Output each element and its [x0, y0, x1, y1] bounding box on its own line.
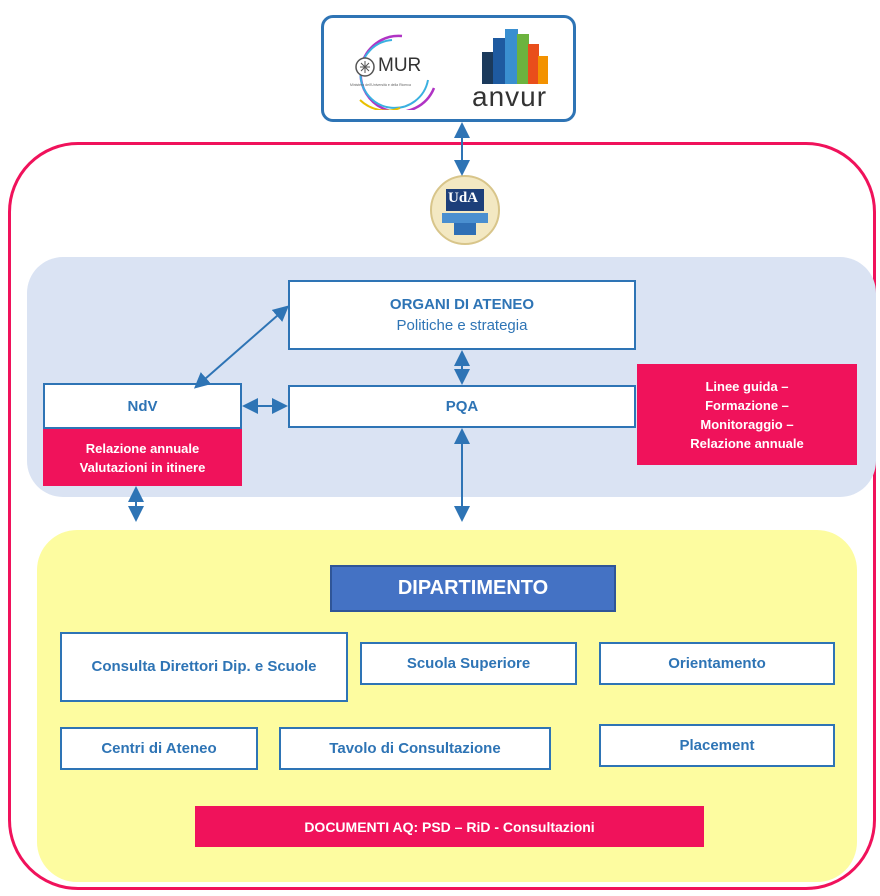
pqa-note-line: Relazione annuale: [690, 435, 804, 451]
anvur-text: anvur: [472, 81, 548, 112]
pqa-note-line: Monitoraggio –: [700, 416, 794, 432]
mur-logo: MUR Ministero dell'Università e della Ri…: [340, 30, 446, 110]
mur-arc-icon: [355, 34, 436, 110]
organi-subtitle: Politiche e strategia: [396, 317, 528, 334]
orientamento-label: Orientamento: [668, 655, 766, 672]
ndv-box: NdV: [43, 383, 242, 429]
mur-text: MUR: [378, 55, 422, 76]
university-logo-text: UdA: [448, 190, 479, 206]
documenti-aq-label: DOCUMENTI AQ: PSD – RiD - Consultazioni: [304, 818, 595, 835]
ndv-note-line: Valutazioni in itinere: [79, 459, 206, 475]
placement-box: Placement: [599, 724, 835, 767]
ndv-note: Relazione annuale Valutazioni in itinere: [43, 429, 242, 486]
ndv-label: NdV: [127, 397, 158, 415]
documenti-aq-bar: DOCUMENTI AQ: PSD – RiD - Consultazioni: [195, 806, 704, 847]
university-logo: UdA: [430, 175, 500, 245]
centri-di-ateneo-label: Centri di Ateneo: [101, 740, 217, 757]
placement-label: Placement: [679, 737, 755, 754]
tavolo-di-consultazione-label: Tavolo di Consultazione: [329, 740, 501, 757]
dipartimento-label: DIPARTIMENTO: [397, 577, 549, 599]
pqa-note-line: Formazione –: [705, 397, 789, 413]
scuola-superiore-box: Scuola Superiore: [360, 642, 577, 685]
organi-di-ateneo-box: ORGANI DI ATENEO Politiche e strategia: [288, 280, 636, 350]
centri-di-ateneo-box: Centri di Ateneo: [60, 727, 258, 770]
orientamento-box: Orientamento: [599, 642, 835, 685]
pqa-box: PQA: [288, 385, 636, 428]
pqa-note: Linee guida – Formazione – Monitoraggio …: [637, 364, 857, 465]
university-frame: [8, 142, 876, 890]
anvur-bars-icon: [482, 29, 548, 84]
ndv-note-line: Relazione annuale: [85, 440, 200, 456]
dipartimento-box: DIPARTIMENTO: [330, 565, 616, 612]
organi-title: ORGANI DI ATENEO: [389, 296, 535, 313]
arrow-ndv-organi: [193, 305, 290, 389]
university-emblem-icon: [442, 189, 488, 235]
ministry-logos-box: MUR Ministero dell'Università e della Ri…: [321, 15, 576, 122]
consulta-direttori-box: Consulta Direttori Dip. e Scuole: [60, 632, 348, 702]
pqa-note-line: Linee guida –: [705, 378, 789, 394]
pqa-label: PQA: [445, 398, 479, 415]
consulta-direttori-label: Consulta Direttori Dip. e Scuole: [91, 658, 317, 675]
mur-subtext: Ministero dell'Università e della Ricerc…: [350, 83, 411, 87]
scuola-superiore-label: Scuola Superiore: [406, 655, 531, 672]
tavolo-di-consultazione-box: Tavolo di Consultazione: [279, 727, 551, 770]
anvur-logo: anvur: [462, 26, 562, 114]
